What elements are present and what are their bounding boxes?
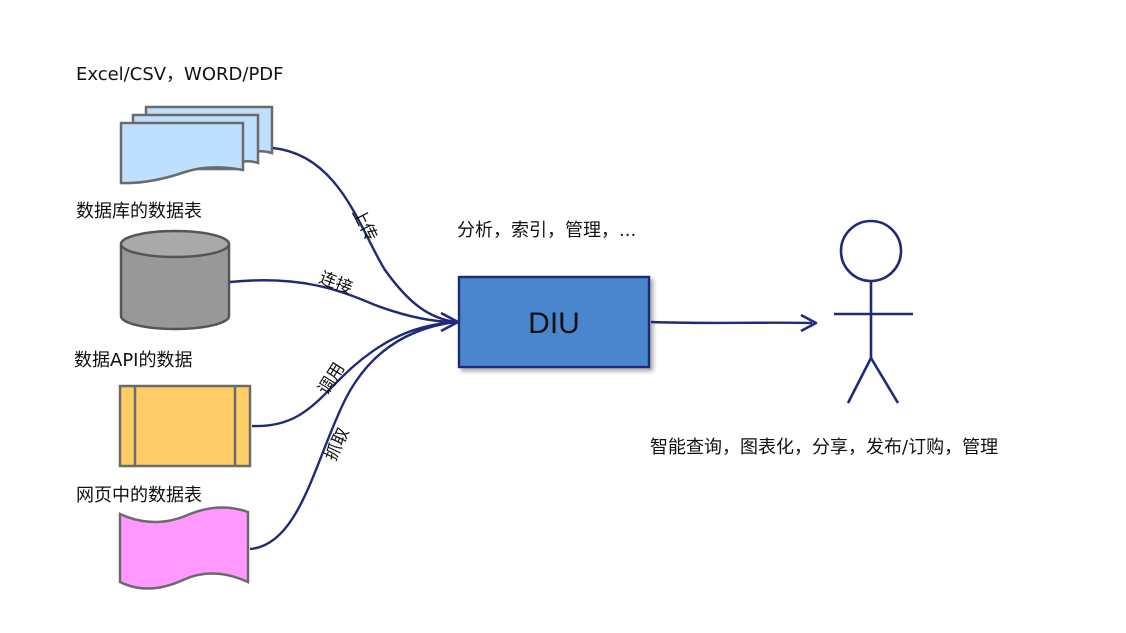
connect-connector-label: 连接 — [316, 268, 355, 299]
api-process-icon — [118, 384, 252, 468]
upload-connector — [272, 146, 456, 324]
upload-connector-label: 上传 — [348, 205, 381, 244]
scrape-connector-label: 抓取 — [321, 425, 353, 464]
connect-connector — [229, 279, 456, 324]
web-page-icon — [118, 506, 250, 590]
user-caption: 智能查询，图表化，分享，发布/订购，管理 — [650, 437, 998, 458]
diu-box: DIU — [457, 275, 651, 369]
files-source-label: Excel/CSV，WORD/PDF — [76, 64, 284, 85]
web-source: 网页中的数据表 — [76, 485, 250, 590]
web-source-label: 网页中的数据表 — [76, 485, 202, 506]
database-cylinder-icon — [119, 229, 231, 331]
call-connector-label: 调用 — [314, 359, 349, 398]
document-stack-icon — [119, 105, 274, 185]
api-source: 数据API的数据 — [74, 350, 252, 468]
files-source: Excel/CSV，WORD/PDF — [76, 64, 284, 185]
api-source-label: 数据API的数据 — [74, 350, 192, 371]
user-figure-icon — [834, 219, 913, 404]
diu-caption: 分析，索引，管理，... — [457, 220, 636, 241]
scrape-connector — [249, 320, 456, 551]
database-source-label: 数据库的数据表 — [76, 201, 202, 222]
call-connector — [251, 320, 456, 428]
diu-label: DIU — [528, 307, 580, 340]
output-arrowhead-icon — [800, 313, 818, 333]
database-source: 数据库的数据表 — [76, 201, 231, 331]
output-connector — [650, 320, 813, 325]
